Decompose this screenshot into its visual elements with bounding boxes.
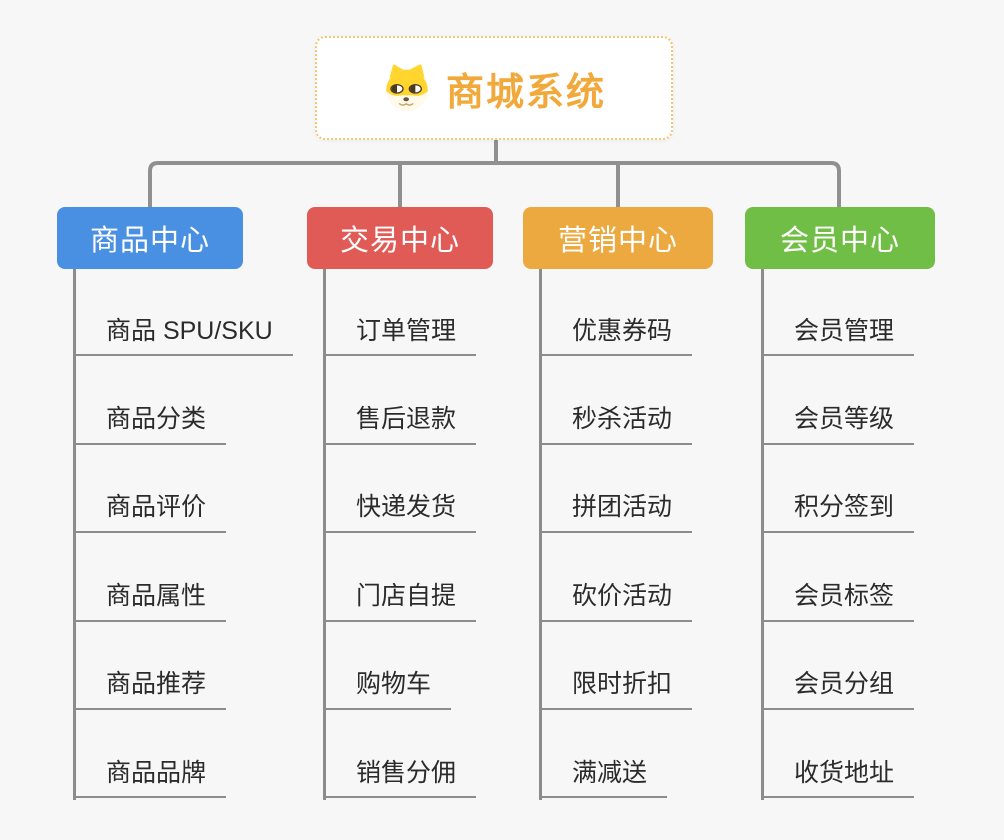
mindmap-node[interactable]: 订单管理: [323, 317, 477, 357]
branch-member-center[interactable]: 会员中心: [745, 207, 935, 269]
branch-trade-center[interactable]: 交易中心: [307, 207, 493, 269]
mindmap-node[interactable]: 购物车: [323, 670, 452, 710]
node-slot: 会员标签: [761, 533, 1004, 622]
node-slot: 优惠券码: [539, 268, 789, 357]
mindmap-node[interactable]: 秒杀活动: [539, 405, 693, 445]
branch-product-center[interactable]: 商品中心: [57, 207, 243, 269]
node-slot: 会员等级: [761, 356, 1004, 445]
node-slot: 销售分佣: [323, 710, 573, 799]
mindmap-node[interactable]: 商品分类: [73, 405, 227, 445]
column-trade-center: 订单管理 售后退款 快递发货 门店自提 购物车 销售分佣: [323, 268, 573, 799]
dog-face-icon: [386, 64, 428, 112]
mindmap-node[interactable]: 积分签到: [761, 493, 915, 534]
column-marketing-center: 优惠券码 秒杀活动 拼团活动 砍价活动 限时折扣 满减送: [539, 268, 789, 799]
node-slot: 购物车: [323, 622, 573, 710]
mindmap-node[interactable]: 会员管理: [761, 317, 915, 357]
mindmap-node[interactable]: 会员分组: [761, 670, 915, 710]
root-node[interactable]: 商城系统: [315, 36, 673, 140]
root-title: 商城系统: [445, 71, 606, 114]
node-slot: 门店自提: [323, 533, 573, 622]
mindmap-node[interactable]: 销售分佣: [323, 759, 477, 799]
node-slot: 拼团活动: [539, 445, 789, 534]
branch-label: 营销中心: [557, 225, 678, 257]
node-slot: 商品推荐: [73, 622, 323, 710]
mindmap-node[interactable]: 砍价活动: [539, 582, 693, 622]
node-slot: 砍价活动: [539, 533, 789, 622]
mindmap-node[interactable]: 快递发货: [323, 493, 477, 534]
node-slot: 商品分类: [73, 356, 323, 445]
node-slot: 售后退款: [323, 356, 573, 445]
branch-label: 交易中心: [339, 225, 460, 257]
mindmap-node[interactable]: 拼团活动: [539, 493, 693, 534]
mindmap-node[interactable]: 满减送: [539, 759, 668, 799]
node-slot: 满减送: [539, 710, 789, 799]
node-slot: 订单管理: [323, 268, 573, 357]
node-slot: 快递发货: [323, 445, 573, 534]
node-slot: 商品品牌: [73, 710, 323, 799]
column-member-center: 会员管理 会员等级 积分签到 会员标签 会员分组 收货地址: [761, 268, 1004, 799]
node-slot: 商品 SPU/SKU: [73, 268, 323, 357]
node-slot: 收货地址: [761, 710, 1004, 799]
branch-label: 商品中心: [89, 225, 210, 257]
mindmap-node[interactable]: 门店自提: [323, 582, 477, 622]
mindmap-node[interactable]: 商品品牌: [73, 759, 227, 799]
mindmap-node[interactable]: 商品推荐: [73, 670, 227, 710]
mindmap-node[interactable]: 售后退款: [323, 405, 477, 445]
mindmap-node[interactable]: 商品 SPU/SKU: [73, 317, 293, 357]
mindmap-node[interactable]: 收货地址: [761, 759, 915, 799]
mindmap-node[interactable]: 限时折扣: [539, 670, 693, 710]
column-product-center: 商品 SPU/SKU 商品分类 商品评价 商品属性 商品推荐 商品品牌: [73, 268, 323, 799]
mindmap-node[interactable]: 优惠券码: [539, 317, 693, 357]
mindmap-node[interactable]: 商品评价: [73, 493, 227, 534]
branch-label: 会员中心: [779, 225, 900, 257]
branch-marketing-center[interactable]: 营销中心: [523, 207, 713, 269]
node-slot: 会员管理: [761, 268, 1004, 357]
mindmap-node[interactable]: 会员标签: [761, 582, 915, 622]
node-slot: 商品属性: [73, 533, 323, 622]
node-slot: 商品评价: [73, 445, 323, 534]
node-slot: 积分签到: [761, 445, 1004, 534]
mindmap-node[interactable]: 会员等级: [761, 405, 915, 445]
mindmap-node[interactable]: 商品属性: [73, 582, 227, 622]
node-slot: 限时折扣: [539, 622, 789, 710]
node-slot: 秒杀活动: [539, 356, 789, 445]
node-slot: 会员分组: [761, 622, 1004, 710]
